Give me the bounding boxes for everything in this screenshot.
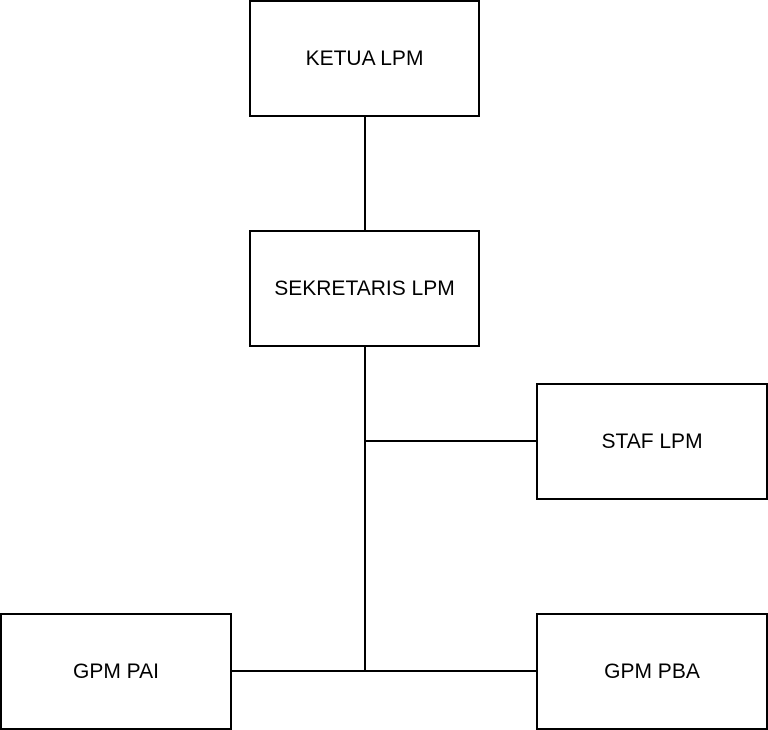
node-gpm-pai: GPM PAI	[0, 613, 232, 730]
node-label-gpm-pba: GPM PBA	[604, 659, 700, 683]
node-staf-lpm: STAF LPM	[536, 383, 768, 500]
node-sekretaris-lpm: SEKRETARIS LPM	[249, 230, 480, 347]
node-gpm-pba: GPM PBA	[536, 613, 768, 730]
node-label-ketua: KETUA LPM	[305, 46, 424, 70]
node-ketua-lpm: KETUA LPM	[249, 0, 480, 117]
node-label-staf: STAF LPM	[601, 429, 703, 453]
node-label-sekretaris: SEKRETARIS LPM	[274, 276, 455, 300]
node-label-gpm-pai: GPM PAI	[73, 659, 159, 683]
